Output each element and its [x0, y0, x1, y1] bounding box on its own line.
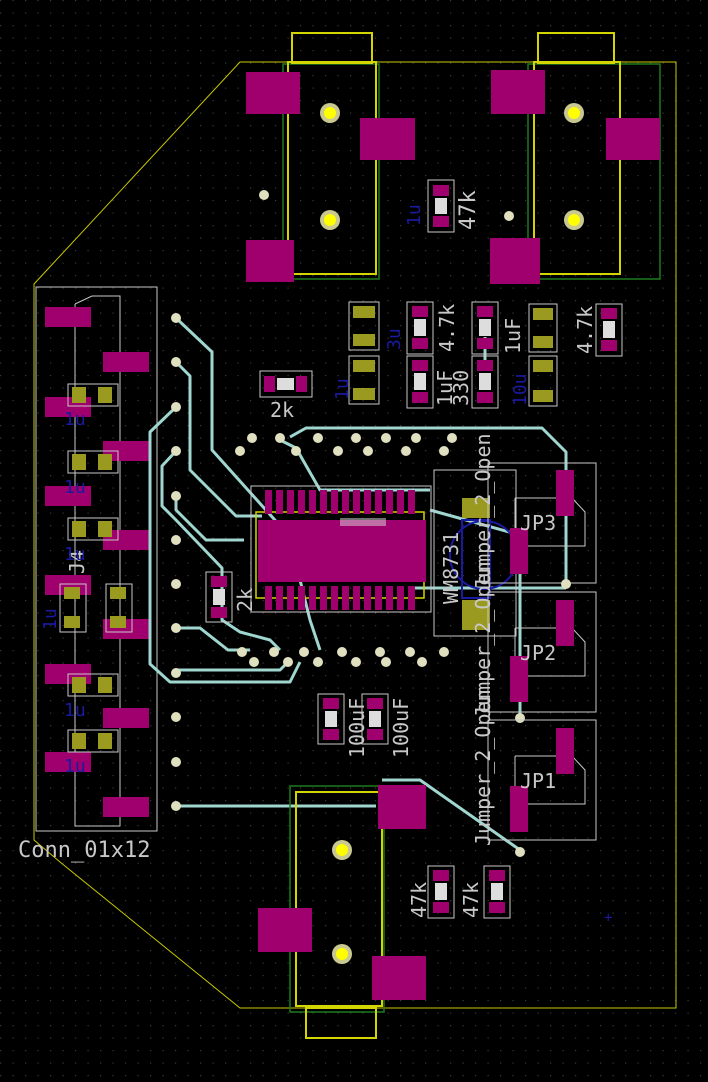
jp1-label: JP1	[520, 769, 556, 793]
resistor-47k-top-label: 47k	[456, 190, 481, 230]
cap-1u-top-back-label: 1u	[404, 204, 425, 226]
back-cap-label-5: 1u	[64, 700, 86, 721]
cap-100uf-b-label: 100uF	[389, 698, 413, 758]
codec-ic-wm8731[interactable]	[250, 485, 432, 613]
back-cap-label-3: 1u	[64, 544, 86, 565]
resistor-47k-bottom-b-label: 47k	[459, 882, 483, 918]
board-edge-outline	[33, 61, 677, 1009]
cap-100uf-b[interactable]: 100uF	[361, 693, 413, 758]
jumper-jp1[interactable]: JP1	[487, 719, 597, 857]
resistor-2k-upper[interactable]: 2k	[259, 370, 313, 422]
header-pins-ic	[235, 433, 457, 667]
cap-3u-back-label: 3u	[384, 328, 405, 350]
back-cap-label-2: 1u	[64, 477, 86, 498]
audio-jack-bottom[interactable]	[258, 785, 426, 1039]
oscillator-footprint[interactable]: WM8731	[433, 469, 519, 637]
passives-row-top[interactable]: 3u 1u 4.7k 1uF 330 1uF 10u 4.7k	[332, 301, 623, 409]
jumper-open-label-a: Jumper_2_Open	[471, 433, 495, 590]
origin-marker-icon: +	[604, 910, 612, 926]
jumper-open-label-b: Jumper_2_Open	[471, 561, 495, 718]
connector-value-label: Conn_01x12	[18, 838, 150, 863]
resistor-330-label: 330	[449, 370, 473, 406]
jumper-jp3[interactable]: JP3	[487, 462, 597, 589]
header-pins-left	[171, 313, 181, 811]
cap-100uf-a[interactable]: 100uF	[317, 693, 369, 758]
back-cap-label-1: 1u	[64, 409, 86, 430]
jp2-label: JP2	[520, 641, 556, 665]
resistor-47k-bottom-b[interactable]: 47k	[459, 865, 511, 919]
resistor-4k7-right-label: 4.7k	[573, 306, 597, 354]
back-cap-label-6: 1u	[64, 756, 86, 777]
ic-name-label: WM8731	[439, 532, 463, 604]
cap-100uf-a-label: 100uF	[345, 698, 369, 758]
resistor-47k-bottom-a[interactable]: 47k	[407, 865, 455, 919]
resistor-2k-upper-label: 2k	[270, 398, 294, 422]
resistor-2k-lower[interactable]: 2k	[205, 571, 257, 623]
resistor-2k-lower-label: 2k	[233, 588, 257, 612]
resistor-47k-top[interactable]: 47k 1u	[404, 179, 481, 233]
back-cap-label-4: 1u	[40, 608, 61, 630]
cap-1uF-a-label: 1uF	[433, 370, 457, 406]
connector-ref-label: J4	[65, 550, 89, 574]
jumper-open-label-c: Jumper_2_Open	[471, 689, 495, 846]
back-caps-column[interactable]: 1u 1u 1u 1u 1u 1u	[40, 383, 133, 777]
jp3-label: JP3	[520, 511, 556, 535]
jumper-jp2[interactable]: JP2	[487, 591, 597, 723]
cap-1u-row-label: 1u	[332, 378, 353, 400]
resistor-47k-bottom-a-label: 47k	[407, 882, 431, 918]
resistor-4k7-label: 4.7k	[435, 304, 459, 352]
cap-10u-back-label: 10u	[510, 373, 531, 406]
cap-1uF-b-label: 1uF	[501, 318, 525, 354]
audio-jack-top-right[interactable]	[490, 32, 661, 284]
audio-jack-top-left[interactable]	[246, 32, 415, 282]
